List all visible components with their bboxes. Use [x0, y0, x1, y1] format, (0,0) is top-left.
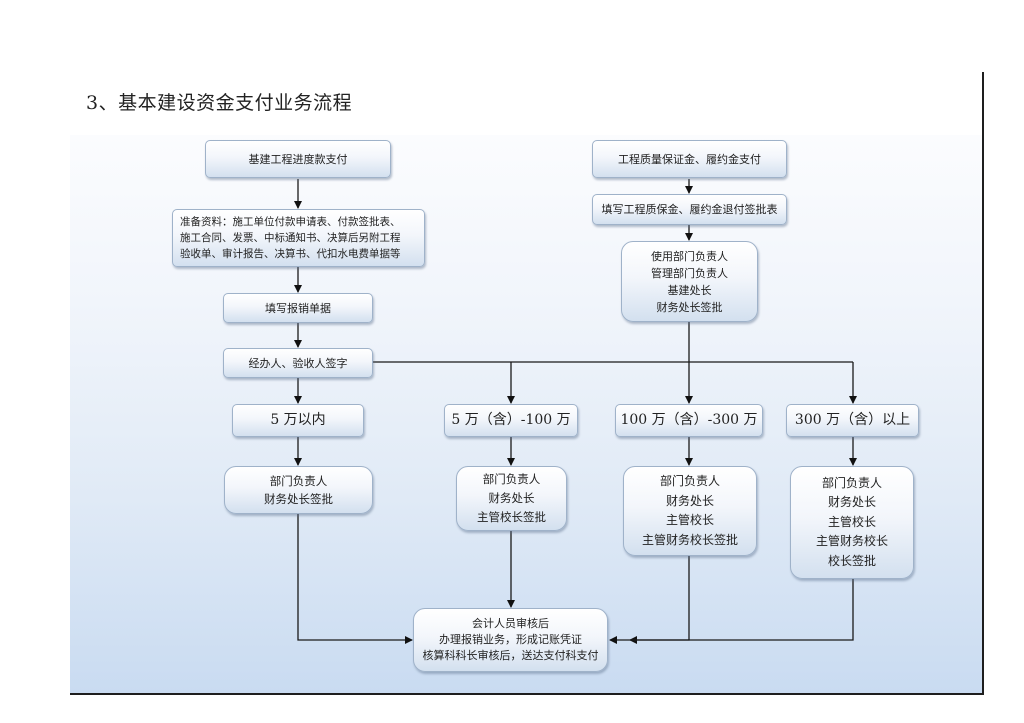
node-approval-tier1: 部门负责人 财务处长签批 [224, 466, 373, 514]
node-tier-1m-3m: 100 万（含）-300 万 [615, 404, 763, 437]
arrow-approval4-to-accounting [609, 579, 854, 644]
node-label: 100 万（含）-300 万 [620, 412, 758, 428]
node-label: 填写工程质保金、履约金退付签批表 [601, 203, 778, 216]
node-label: 300 万（含）以上 [794, 412, 911, 428]
node-fill-reimbursement: 填写报销单据 [223, 293, 373, 323]
panel-bottom-border [70, 693, 984, 695]
node-label-line: 核算科科长审核后，送达支付科支付 [422, 649, 599, 662]
node-label-line: 准备资料：施工单位付款申请表、付款签批表、 [180, 216, 401, 228]
node-handler-sign: 经办人、验收人签字 [223, 348, 373, 378]
node-approval-tier3: 部门负责人 财务处长 主管校长 主管财务校长签批 [623, 466, 757, 556]
node-accounting: 会计人员审核后 办理报销业务，形成记账凭证 核算科科长审核后，送达支付科支付 [413, 608, 608, 672]
node-label-line: 财务处长签批 [264, 492, 333, 506]
node-label-line: 部门负责人 [659, 474, 720, 488]
node-label-line: 主管财务校长签批 [641, 532, 738, 547]
node-approval-tier2: 部门负责人 财务处长 主管校长签批 [456, 466, 567, 531]
node-label-line: 财务处长签批 [656, 300, 723, 314]
node-label-line: 财务处长 [488, 491, 535, 505]
node-label-line: 使用部门负责人 [651, 249, 728, 263]
node-label-line: 财务处长 [827, 495, 876, 510]
node-progress-payment: 基建工程进度款支付 [205, 140, 391, 178]
node-label-line: 主管校长 [827, 514, 876, 529]
node-approval-tier4: 部门负责人 财务处长 主管校长 主管财务校长 校长签批 [790, 466, 914, 579]
page-title: 3、基本建设资金支付业务流程 [86, 92, 353, 114]
panel-right-border [982, 72, 984, 695]
node-label-line: 管理部门负责人 [651, 266, 728, 280]
node-label-line: 财务处长 [665, 493, 714, 508]
node-label-line: 会计人员审核后 [472, 617, 549, 630]
node-tier-under-50k: 5 万以内 [232, 404, 364, 437]
node-label-line: 部门负责人 [269, 474, 328, 488]
node-tier-50k-1m: 5 万（含）-100 万 [444, 404, 578, 437]
node-label-line: 部门负责人 [482, 472, 541, 486]
node-label-line: 校长签批 [827, 553, 876, 568]
node-prepare-materials: 准备资料：施工单位付款申请表、付款签批表、 施工合同、发票、中标通知书、决算后另… [172, 209, 425, 267]
arrow-approval1-to-accounting [297, 514, 413, 644]
node-label: 5 万（含）-100 万 [451, 412, 571, 428]
node-label: 填写报销单据 [265, 301, 331, 315]
node-guarantee-approval: 使用部门负责人 管理部门负责人 基建处长 财务处长签批 [621, 241, 758, 322]
node-tier-over-3m: 300 万（含）以上 [786, 404, 919, 437]
node-label-line: 验收单、审计报告、决算书、代扣水电费单据等 [180, 248, 401, 260]
node-label-line: 施工合同、发票、中标通知书、决算后另附工程 [180, 232, 401, 244]
node-label-line: 部门负责人 [821, 475, 882, 490]
node-fill-refund-form: 填写工程质保金、履约金退付签批表 [592, 194, 787, 225]
node-label-line: 主管校长 [665, 513, 714, 527]
node-label: 经办人、验收人签字 [248, 356, 348, 370]
node-guarantee-payment: 工程质量保证金、履约金支付 [592, 140, 787, 178]
arrow-approval3-to-accounting [629, 556, 690, 644]
node-label-line: 办理报销业务，形成记账凭证 [439, 633, 582, 646]
node-label-line: 主管校长签批 [477, 510, 546, 524]
node-label: 工程质量保证金、履约金支付 [618, 152, 761, 166]
node-label: 5 万以内 [270, 412, 326, 428]
node-label: 基建工程进度款支付 [248, 152, 348, 166]
node-label-line: 主管财务校长 [815, 534, 888, 549]
node-label-line: 基建处长 [667, 283, 712, 297]
